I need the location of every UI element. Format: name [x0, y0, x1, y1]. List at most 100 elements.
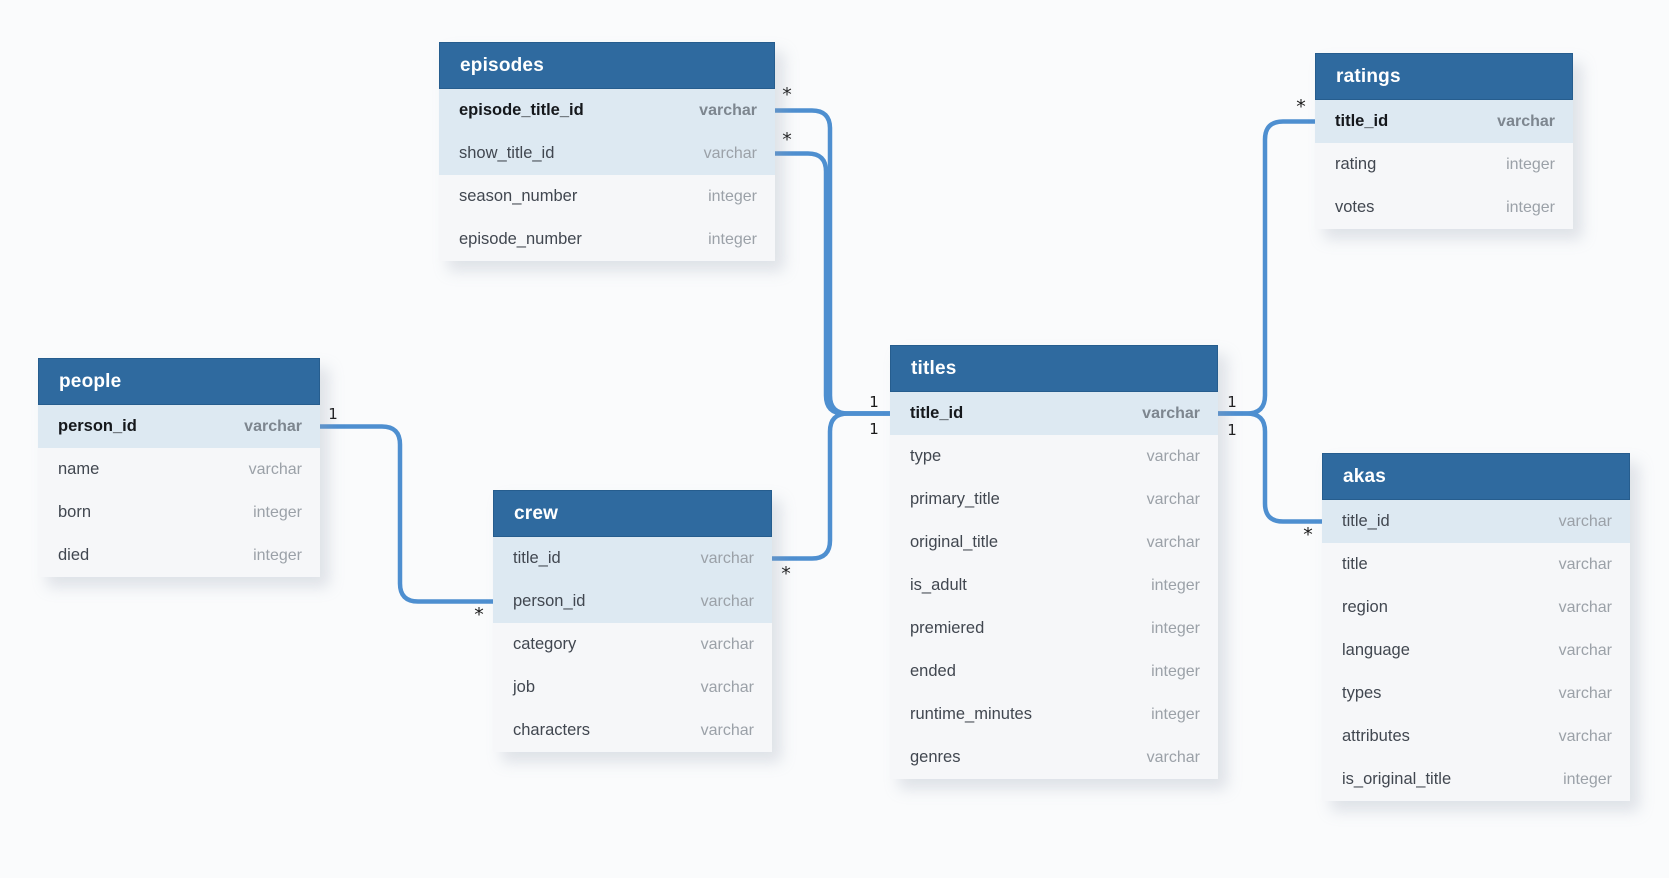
column-name: season_number	[459, 187, 578, 205]
column-row-crew-category[interactable]: category varchar	[493, 623, 772, 666]
column-name: rating	[1335, 155, 1377, 173]
column-type: varchar	[700, 635, 754, 653]
column-name: primary_title	[910, 490, 1000, 508]
column-name: region	[1342, 598, 1388, 616]
column-name: types	[1342, 684, 1382, 702]
column-type: integer	[708, 230, 757, 248]
column-row-ratings-title_id[interactable]: title_id varchar	[1315, 100, 1573, 143]
table-header-titles[interactable]: titles	[890, 345, 1218, 392]
column-name: died	[58, 546, 90, 564]
column-type: integer	[253, 503, 302, 521]
cardinality-episodes-episode_title_id: *	[782, 84, 792, 106]
column-type: varchar	[700, 592, 754, 610]
cardinality-crew-title_id: *	[781, 563, 791, 585]
column-type: varchar	[1558, 727, 1612, 745]
column-type: varchar	[699, 101, 757, 119]
column-type: integer	[1151, 576, 1200, 594]
column-type: varchar	[1558, 512, 1612, 530]
column-name: runtime_minutes	[910, 705, 1032, 723]
table-title: titles	[911, 357, 957, 379]
column-name: job	[513, 678, 536, 696]
column-row-titles-type[interactable]: type varchar	[890, 435, 1218, 478]
column-type: varchar	[1146, 447, 1200, 465]
column-name: characters	[513, 721, 591, 739]
column-row-titles-runtime_minutes[interactable]: runtime_minutes integer	[890, 693, 1218, 736]
column-name: person_id	[513, 592, 586, 610]
column-type: integer	[1151, 662, 1200, 680]
column-type: varchar	[1497, 112, 1555, 130]
table-title: episodes	[460, 54, 544, 76]
column-type: varchar	[1558, 641, 1612, 659]
column-name: attributes	[1342, 727, 1410, 745]
connector-crew-title_id-titles	[772, 411, 890, 561]
column-row-crew-person_id[interactable]: person_id varchar	[493, 580, 772, 623]
connector-ratings-title_id-titles	[1218, 119, 1315, 416]
table-title: crew	[514, 502, 559, 524]
column-name: born	[58, 503, 92, 521]
column-row-people-born[interactable]: born integer	[38, 491, 320, 534]
table-header-ratings[interactable]: ratings	[1315, 53, 1573, 100]
column-name: title_id	[513, 549, 561, 567]
connector-episodes-show_title_id-titles	[775, 151, 890, 416]
column-row-akas-language[interactable]: language varchar	[1322, 629, 1630, 672]
table-header-episodes[interactable]: episodes	[439, 42, 775, 89]
column-type: varchar	[703, 144, 757, 162]
column-name: type	[910, 447, 942, 465]
column-type: integer	[1506, 155, 1555, 173]
table-ratings: ratings title_id varchar rating integer votes…	[1315, 53, 1573, 229]
table-header-people[interactable]: people	[38, 358, 320, 405]
column-row-episodes-show_title_id[interactable]: show_title_id varchar	[439, 132, 775, 175]
column-row-akas-title_id[interactable]: title_id varchar	[1322, 500, 1630, 543]
column-name: show_title_id	[459, 144, 555, 162]
cardinality-ratings-title_id: *	[1296, 96, 1306, 118]
table-header-akas[interactable]: akas	[1322, 453, 1630, 500]
column-row-akas-attributes[interactable]: attributes varchar	[1322, 715, 1630, 758]
column-type: varchar	[700, 678, 754, 696]
column-name: title	[1342, 555, 1368, 573]
connector-akas-title_id-titles	[1218, 411, 1322, 524]
column-type: integer	[1151, 705, 1200, 723]
column-name: category	[513, 635, 577, 653]
cardinality-episodes-show_title_id: *	[782, 129, 792, 151]
table-header-crew[interactable]: crew	[493, 490, 772, 537]
column-name: title_id	[1342, 512, 1390, 530]
column-name: genres	[910, 748, 961, 766]
column-name: title_id	[1335, 112, 1389, 130]
column-row-crew-job[interactable]: job varchar	[493, 666, 772, 709]
cardinality-titles-right-bottom: 1	[1227, 421, 1237, 439]
column-row-people-name[interactable]: name varchar	[38, 448, 320, 491]
column-row-crew-title_id[interactable]: title_id varchar	[493, 537, 772, 580]
cardinality-titles-right-top: 1	[1227, 393, 1237, 411]
column-type: varchar	[248, 460, 302, 478]
column-type: integer	[1151, 619, 1200, 637]
column-row-titles-ended[interactable]: ended integer	[890, 650, 1218, 693]
column-name: name	[58, 460, 100, 478]
column-type: varchar	[700, 549, 754, 567]
column-row-ratings-rating[interactable]: rating integer	[1315, 143, 1573, 186]
connector-episodes-episode_title_id-titles	[775, 108, 890, 416]
column-name: title_id	[910, 404, 964, 422]
table-title: people	[59, 370, 122, 392]
column-name: ended	[910, 662, 956, 680]
column-name: language	[1342, 641, 1410, 659]
